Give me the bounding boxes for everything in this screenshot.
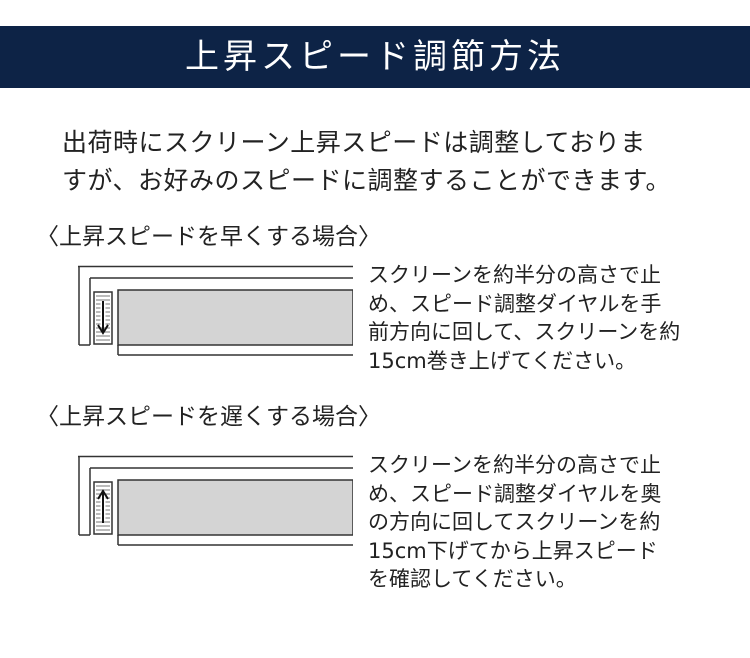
section-description-faster: スクリーンを約半分の高さで止 め、スピード調整ダイヤルを手 前方向に回して、スク… [368,261,713,375]
description-line: め、スピード調整ダイヤルを手 [368,291,662,316]
section-heading-faster: 〈上昇スピードを早くする場合〉 [36,224,381,250]
section-heading-slower: 〈上昇スピードを遅くする場合〉 [36,404,381,430]
intro-line: 出荷時にスクリーン上昇スピードは調整しておりま [62,128,646,157]
description-line: め、スピード調整ダイヤルを奥 [368,481,662,506]
description-line: 15cm巻き上げてください。 [368,348,637,373]
up-arrow-icon [97,489,109,523]
description-line: 前方向に回して、スクリーンを約 [368,320,681,344]
down-arrow-icon [97,301,109,335]
intro-paragraph: 出荷時にスクリーン上昇スピードは調整しておりま すが、お好みのスピードに調整する… [62,124,722,200]
page-title: 上昇スピード調節方法 [185,37,565,77]
intro-line: すが、お好みのスピードに調整することができます。 [62,166,672,195]
section-description-slower: スクリーンを約半分の高さで止 め、スピード調整ダイヤルを奥 の方向に回してスクリ… [368,451,713,594]
description-line: の方向に回してスクリーンを約 [368,510,661,534]
description-line: スクリーンを約半分の高さで止 [368,453,661,477]
description-line: を確認してください。 [368,567,577,591]
screen-box-diagram-faster [78,265,353,356]
description-line: スクリーンを約半分の高さで止 [368,263,661,287]
description-line: 15cm下げてから上昇スピード [368,538,658,563]
header-banner: 上昇スピード調節方法 [0,26,750,88]
screen-box-diagram-slower [78,455,353,546]
